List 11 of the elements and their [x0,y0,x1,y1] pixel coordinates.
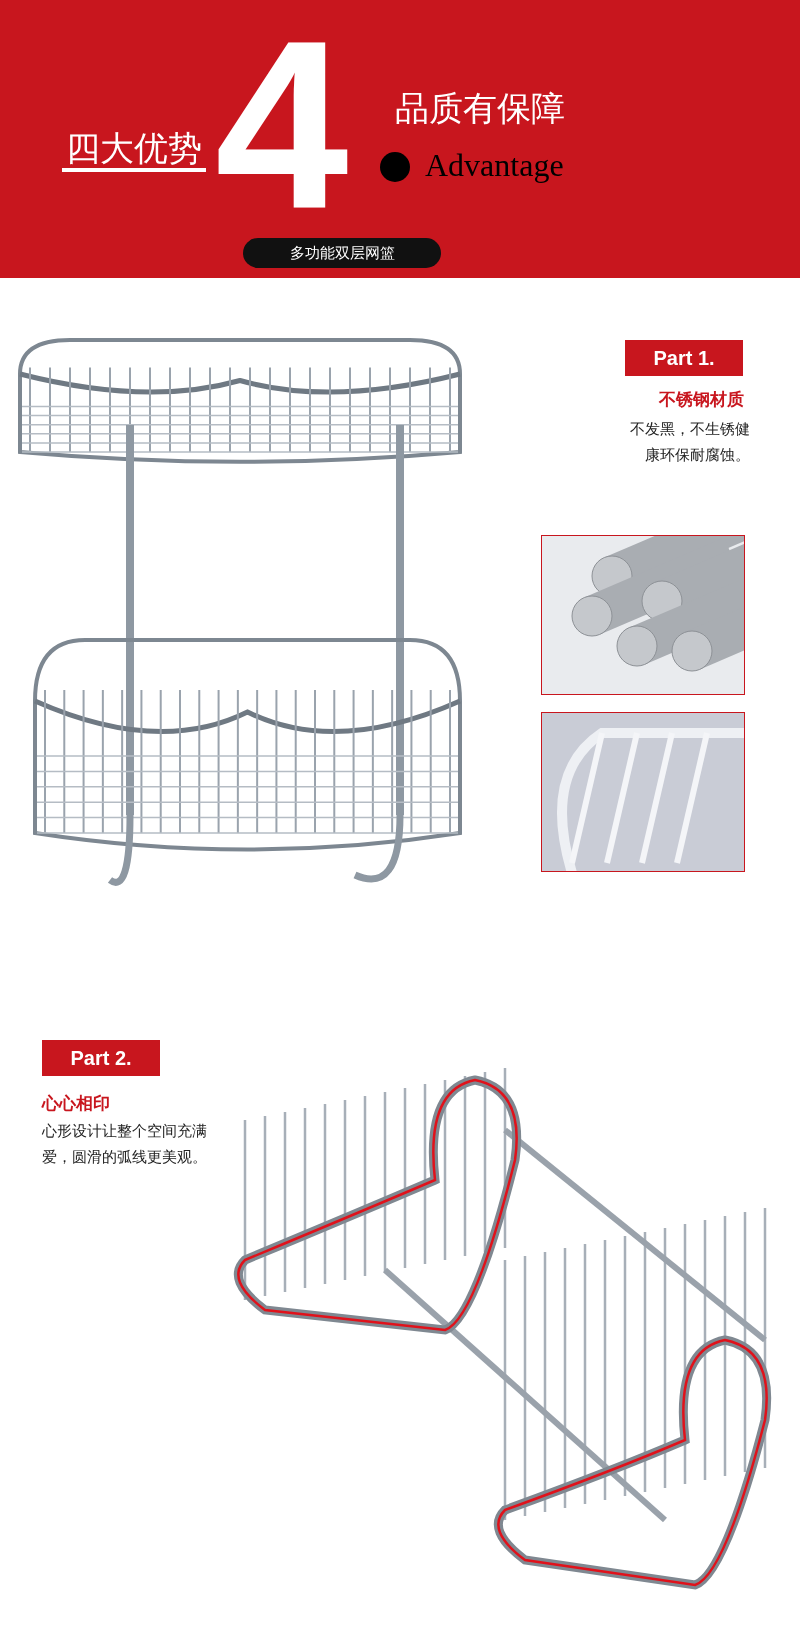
title-pill: 多功能双层网篮 [243,238,441,268]
feature-title: 不锈钢材质 [659,389,744,411]
subheading: Advantage [425,146,564,185]
feature-description: 心形设计让整个空间充满爱，圆滑的弧线更美观。 [42,1121,208,1167]
big-number: 4 [215,10,349,240]
feature-title: 心心相印 [42,1093,110,1115]
part-tag: Part 2. [42,1040,160,1076]
part-tag: Part 1. [625,340,743,376]
subheading: 品质有保障 [395,88,565,128]
feature-description: 不发黑，不生锈健康环保耐腐蚀。 [629,419,750,465]
heading: 四大优势 [62,128,206,172]
